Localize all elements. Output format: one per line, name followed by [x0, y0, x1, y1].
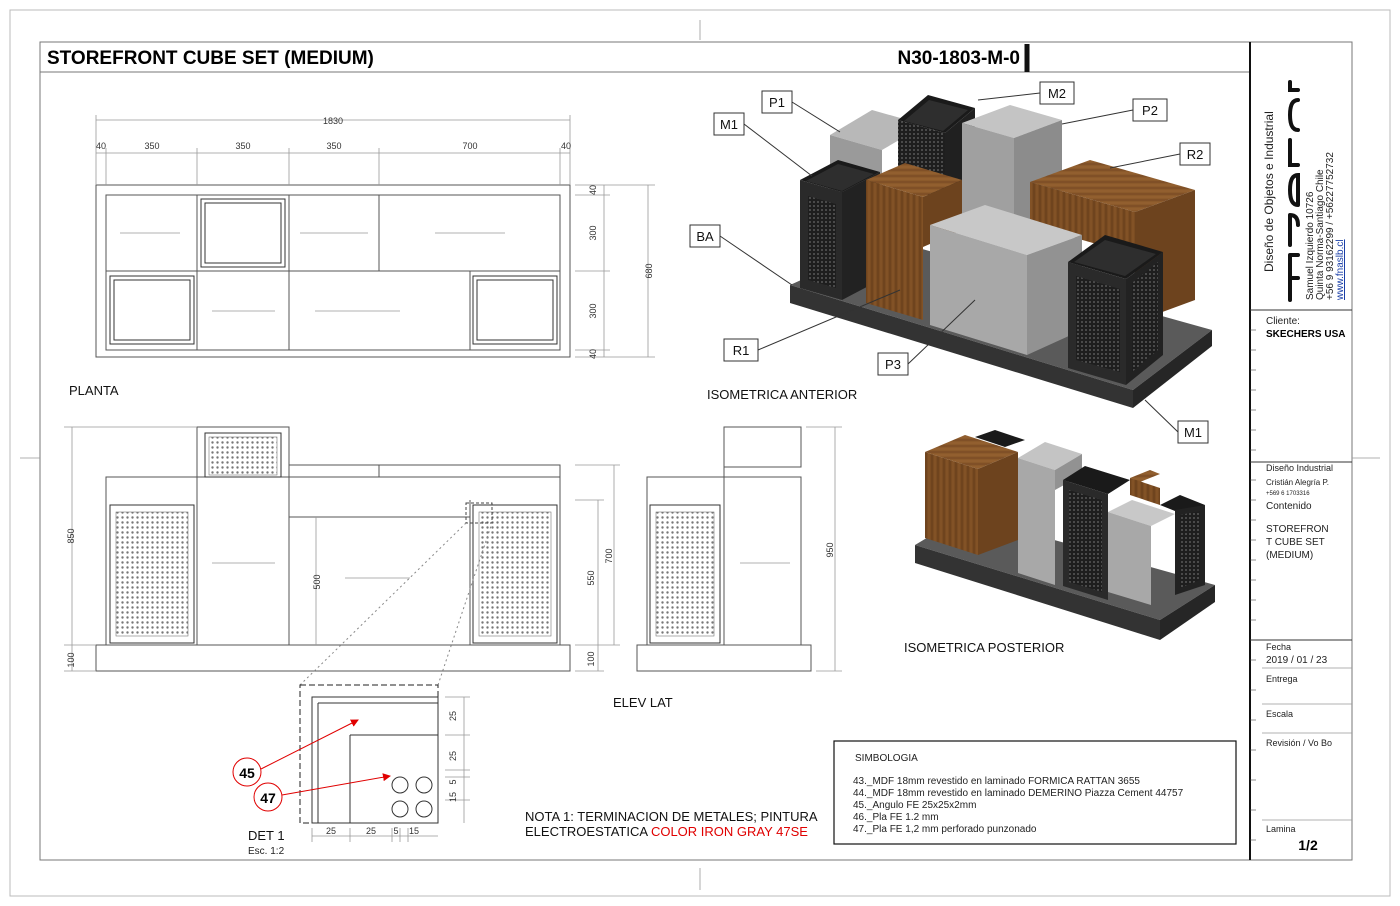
dim-top-3: 350 — [235, 141, 250, 151]
callout-45: 45 — [239, 765, 255, 781]
tag-m1-left: M1 — [720, 117, 738, 132]
outer-frame — [9, 9, 1391, 897]
detail-1: 25 25 5 15 25 25 5 15 45 47 — [232, 522, 493, 842]
center-marks — [20, 20, 1380, 890]
iso-back-render — [915, 430, 1215, 640]
titleblock — [1250, 80, 1352, 841]
tag-p2: P2 — [1142, 103, 1158, 118]
dim-100-left: 100 — [66, 652, 76, 667]
designer-phone: +569 6 1703316 — [1266, 491, 1310, 497]
det-dim-b3: 5 — [393, 826, 398, 836]
legend-item-44: 44._MDF 18mm revestido en laminado DEMER… — [853, 788, 1184, 799]
tag-p3: P3 — [885, 357, 901, 372]
tag-ba: BA — [696, 229, 714, 244]
tag-p1: P1 — [769, 95, 785, 110]
cliente-label: Cliente: — [1266, 316, 1300, 327]
note-line-2: ELECTROESTATICA COLOR IRON GRAY 47SE — [525, 824, 808, 839]
cliente-value: SKECHERS USA — [1266, 329, 1345, 340]
phone: +56 9 93162299 / +56227752732 — [1325, 152, 1336, 300]
dim-right-2: 300 — [588, 225, 598, 240]
iso-front-render — [790, 95, 1212, 408]
label-det1: DET 1 — [248, 828, 285, 843]
website-link[interactable]: www.fnaslb.cl — [1335, 239, 1346, 301]
det-dim-b2: 25 — [366, 826, 376, 836]
dim-right-3: 300 — [588, 303, 598, 318]
diseno-label: Diseño Industrial — [1266, 463, 1333, 473]
dim-total-width: 1830 — [323, 116, 343, 126]
front-elevation: 850 100 500 550 700 100 — [64, 426, 620, 672]
dim-right-1: 40 — [588, 185, 598, 195]
dim-right-4: 40 — [588, 349, 598, 359]
legend-item-46: 46._Pla FE 1.2 mm — [853, 812, 939, 823]
tag-m1-right: M1 — [1184, 425, 1202, 440]
inner-frame — [39, 41, 1353, 861]
lamina-label: Lamina — [1266, 824, 1296, 834]
det-dim-r3: 5 — [448, 779, 458, 784]
company-logo — [1287, 80, 1300, 302]
tag-r2: R2 — [1187, 147, 1204, 162]
label-planta: PLANTA — [69, 383, 119, 398]
fecha-label: Fecha — [1266, 642, 1291, 652]
legend-item-47: 47._Pla FE 1,2 mm perforado punzonado — [853, 824, 1037, 835]
callout-47: 47 — [260, 790, 276, 806]
address-1: Samuel Izquierdo 10726 — [1305, 191, 1316, 300]
contenido-line-3: (MEDIUM) — [1266, 550, 1313, 561]
entrega-label: Entrega — [1266, 674, 1298, 684]
dim-700: 700 — [604, 548, 614, 563]
det-dim-b4: 15 — [409, 826, 419, 836]
revision-label: Revisión / Vo Bo — [1266, 738, 1332, 748]
legend-box — [833, 740, 1237, 845]
address-2: Quinta Norma-Santiago Chile — [1315, 169, 1326, 300]
plan-view: 1830 40 350 350 350 700 40 40 300 300 40… — [95, 115, 655, 359]
contenido-label: Contenido — [1266, 501, 1312, 512]
note-line-1: NOTA 1: TERMINACION DE METALES; PINTURA — [525, 809, 818, 824]
dim-plan-height: 680 — [644, 263, 654, 278]
tag-m2: M2 — [1048, 86, 1066, 101]
drawing-code: N30-1803-M-0 — [898, 48, 1021, 69]
sheet-title: STOREFRONT CUBE SET (MEDIUM) — [47, 48, 374, 69]
iso-front-tags: M1 P1 M2 P2 R2 BA R1 P3 M1 — [689, 81, 1211, 444]
legend-item-45: 45._Angulo FE 25x25x2mm — [853, 800, 976, 811]
side-elevation: 950 — [636, 426, 842, 672]
label-iso-anterior: ISOMETRICA ANTERIOR — [707, 387, 857, 402]
dim-top-1: 40 — [96, 141, 106, 151]
label-det1-scale: Esc. 1:2 — [248, 846, 285, 857]
legend-title: SIMBOLOGIA — [855, 753, 918, 764]
contenido-line-2: T CUBE SET — [1266, 537, 1325, 548]
tag-r1: R1 — [733, 343, 750, 358]
lamina-value: 1/2 — [1298, 837, 1318, 853]
det-dim-r1: 25 — [448, 711, 458, 721]
label-elev-lat: ELEV LAT — [613, 695, 673, 710]
det-dim-r4: 15 — [448, 792, 458, 802]
contenido-line-1: STOREFRON — [1266, 524, 1329, 535]
dim-550: 550 — [586, 570, 596, 585]
label-iso-posterior: ISOMETRICA POSTERIOR — [904, 640, 1064, 655]
dim-950: 950 — [825, 542, 835, 557]
fecha-value: 2019 / 01 / 23 — [1266, 655, 1328, 666]
legend-item-43: 43._MDF 18mm revestido en laminado FORMI… — [853, 776, 1140, 787]
dim-100-right: 100 — [586, 651, 596, 666]
det-dim-r2: 25 — [448, 751, 458, 761]
dim-top-5: 700 — [462, 141, 477, 151]
note-line-2-prefix: ELECTROESTATICA — [525, 824, 651, 839]
dim-500: 500 — [312, 574, 322, 589]
company-line: Diseño de Objetos e Industrial — [1262, 111, 1276, 272]
dim-top-2: 350 — [144, 141, 159, 151]
det-dim-b1: 25 — [326, 826, 336, 836]
designer-name: Cristián Alegría P. — [1266, 478, 1329, 487]
note-line-2-color: COLOR IRON GRAY 47SE — [651, 824, 808, 839]
dim-850: 850 — [66, 528, 76, 543]
dim-top-6: 40 — [561, 141, 571, 151]
dim-top-4: 350 — [326, 141, 341, 151]
escala-label: Escala — [1266, 709, 1293, 719]
